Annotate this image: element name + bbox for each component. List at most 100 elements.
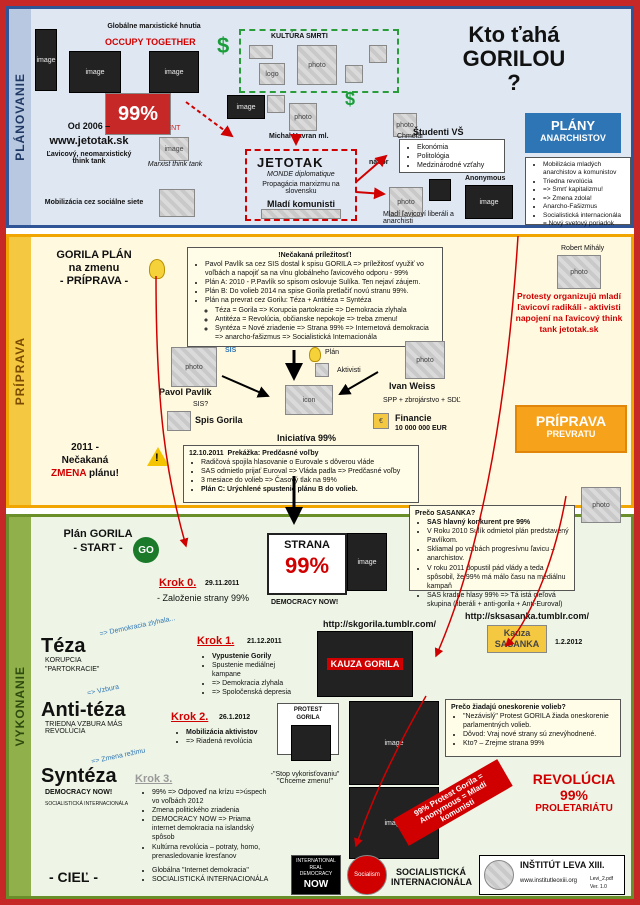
- iniciativa-label: Iniciatíva 99%: [277, 433, 337, 443]
- person-photo-placeholder: photo: [289, 103, 317, 131]
- studenti-title: Študenti VŠ: [413, 127, 464, 137]
- occupy-wall-street-image: image: [69, 51, 121, 93]
- preco-neskore-title: Prečo žiadajú oneskorenie volieb?: [451, 704, 566, 711]
- krok0-text: - Založenie strany 99%: [157, 593, 250, 603]
- chmelar-label: Chmelár: [397, 133, 424, 140]
- priprava-l2: PREVRATU: [546, 429, 596, 439]
- prilezitost-item: Plán na prevrat cez Gorilu: Téza + Antit…: [205, 296, 437, 305]
- y2011: 2011 -: [71, 442, 99, 453]
- ciel-list: Globálna "Internet demokracia" SOCIALIST…: [135, 863, 285, 893]
- plany-item: Socialistická internacionála = Nový svet…: [543, 212, 625, 229]
- sksasanka-url[interactable]: http://sksasanka.tumblr.com/: [465, 611, 590, 621]
- teza-arrow-label: => Demokracia zlyhala...: [99, 615, 176, 638]
- krok3-label: Krok 3.: [135, 773, 173, 785]
- person-photo-placeholder: photo: [171, 347, 217, 387]
- prekazka-item: SAS odmietlo prijať Euroval => Vláda pad…: [201, 467, 413, 476]
- plany-anarchistov-box: PLÁNY ANARCHISTOV: [525, 113, 621, 153]
- prilezitost-item: Plán B: Do volieb 2014 na spise Gorila p…: [205, 287, 437, 296]
- gorila-plan-heading: GORILA PLÁN na zmenu - PRÍPRAVA -: [39, 249, 149, 288]
- plan-gorila-start: Plán GORILA - START -: [43, 527, 153, 555]
- ivan-label: Ivan Weiss: [389, 381, 436, 391]
- strana-label: STRANA: [284, 539, 330, 551]
- preco-item: SAS kradne hlasy 99% => Tá istá cieľová …: [427, 591, 569, 609]
- nabor-label: nábor: [369, 159, 389, 166]
- title-line1: Kto ťahá: [468, 22, 560, 47]
- section-priprava: PRÍPRAVA GORILA PLÁN na zmenu - PRÍPRAVA…: [6, 234, 634, 508]
- infographic-page: PLÁNOVANIE image Globálne marxistické hn…: [6, 6, 634, 899]
- kultura-smrti-frame: [239, 29, 399, 93]
- kauza-gorila-image: KAUZA GORILA: [317, 631, 413, 697]
- revolucia-box: REVOLÚCIA 99% PROLETARIÁTU: [527, 771, 621, 829]
- prekazka-title: Prekážka: Predčasné voľby: [227, 450, 319, 457]
- institut-seal-logo: [484, 860, 514, 890]
- prekazka-box: 12.10.2011 Prekážka: Predčasné voľby Rad…: [183, 445, 419, 503]
- dollar-icon: $: [217, 33, 230, 58]
- plany-item: Anarcho-Fašizmus: [543, 203, 625, 211]
- symbol-icon: [345, 65, 363, 83]
- preco-item: SAS hlavný konkurent pre 99%: [427, 518, 569, 527]
- preco-neskore-item: Dôvod: Vraj nové strany sú znevýhodnené.: [463, 730, 615, 739]
- democracy-now-label: DEMOCRACY NOW!: [271, 599, 339, 606]
- int-real-dem-l3: NOW: [303, 878, 329, 890]
- people-photo-placeholder: photo: [389, 187, 423, 217]
- antiteza-sub: TRIEDNA VZBURA MÁS REVOLÚCIA: [45, 721, 123, 735]
- section-label-prip: PRÍPRAVA: [9, 237, 31, 505]
- zmena-planu-text: 2011 - Nečakaná ZMENA plánu!: [45, 441, 125, 480]
- socialisticka-l2: INTERNACIONÁLA: [391, 877, 472, 887]
- jetotak-url[interactable]: www.jetotak.sk: [49, 135, 129, 147]
- protest-gorila-box: PROTEST GORILA: [277, 703, 339, 761]
- monde-label: MONDE diplomatique: [267, 171, 335, 178]
- kauza-sasanka-l1: Kauza: [503, 628, 531, 638]
- krok1-label: Krok 1.: [197, 635, 235, 647]
- we-are-99-percent-image: 99%: [105, 93, 171, 135]
- kultura-smrti-label: KULTÚRA SMRTI: [271, 33, 328, 40]
- strana-99-label: 99%: [284, 553, 330, 579]
- preco-neskore-item: Kto? – Zrejme strana 99%: [463, 739, 615, 748]
- skgorila-url[interactable]: http://skgorila.tumblr.com/: [323, 619, 437, 629]
- leaf-icon: [369, 45, 387, 63]
- krok3-item: Zmena politického zriadenia: [152, 806, 270, 815]
- person-photo-placeholder: photo: [581, 487, 621, 523]
- teza-title: Téza: [41, 635, 86, 657]
- krok2-date: 26.1.2012: [219, 714, 251, 721]
- krok2-item: Mobilizácia aktivistov: [186, 728, 274, 737]
- preco-item: Skliamal po voľbách progresívnu ľavicu –…: [427, 545, 569, 563]
- person-photo-placeholder: photo: [557, 255, 601, 289]
- lightbulb-small-icon: [309, 347, 321, 362]
- title-line2: GORILOU: [462, 46, 566, 71]
- krok1-list: Vypustenie Gorily Spustenie mediálnej ka…: [195, 649, 305, 699]
- prilezitost-box: !Nečakaná príležitosť! Pavol Pavlík sa c…: [187, 247, 443, 347]
- aktivisti-label: Aktivisti: [337, 367, 361, 374]
- teza-sub1: KORUPCIA: [45, 657, 82, 664]
- krok3-list: 99% => Odpoveď na krízu =>úspech vo voľb…: [135, 785, 275, 861]
- revolucia-l1: REVOLÚCIA: [532, 771, 616, 787]
- socialisticka-l1: SOCIALISTICKÁ: [395, 867, 466, 877]
- marx-portrait-placeholder: image: [159, 137, 189, 161]
- person-photo-placeholder: photo: [405, 341, 445, 379]
- prilezitost-item: Pavol Pavlík sa cez SIS dostal k spisu G…: [205, 260, 437, 278]
- plan-c-item: Plán C: Urýchlené spustenie plánu B do v…: [201, 485, 413, 494]
- go-icon: GO: [133, 537, 159, 563]
- plany-item: => Zmena zdola!: [543, 195, 625, 203]
- necakana: Nečakaná: [61, 455, 109, 466]
- mladi-komunisti-label: Mladí komunisti: [266, 199, 335, 209]
- fist-icon: [429, 179, 451, 201]
- section-label-plan: PLÁNOVANIE: [9, 9, 31, 225]
- lightbulb-icon: [149, 259, 165, 279]
- plany-item: Mobilizácia mladých anarchistov a komuni…: [543, 161, 625, 178]
- occupy-together-label: OCCUPY TOGETHER: [105, 37, 196, 47]
- prilezitost-sub: Antitéza = Revolúcia, občianske nepokoje…: [215, 315, 437, 324]
- institut-label: INŠTITÚT LEVA XIII.: [520, 860, 605, 870]
- institut-url[interactable]: www.institutleoxiii.org: [520, 878, 578, 884]
- priprava-l1: PRÍPRAVA: [535, 413, 607, 429]
- int-real-dem-l1: INTERNATIONAL: [296, 858, 336, 864]
- krok2-label: Krok 2.: [171, 711, 209, 723]
- meeting-table-icon: icon: [285, 385, 333, 415]
- prekazka-item: 3 mesiace do volieb => Časový tlak na 99…: [201, 476, 413, 485]
- prekazka-item: Radičová spojila hlasovanie o Eurovale s…: [201, 458, 413, 467]
- percent-label: PERCENT: [147, 125, 181, 132]
- marxist-tank-label: Marxist think tank: [147, 161, 203, 168]
- krok2-list: Mobilizácia aktivistov => Riadená revolú…: [169, 725, 279, 751]
- plany-line1: PLÁNY: [550, 118, 596, 133]
- krok1-item: Spustenie mediálnej kampane: [212, 661, 300, 679]
